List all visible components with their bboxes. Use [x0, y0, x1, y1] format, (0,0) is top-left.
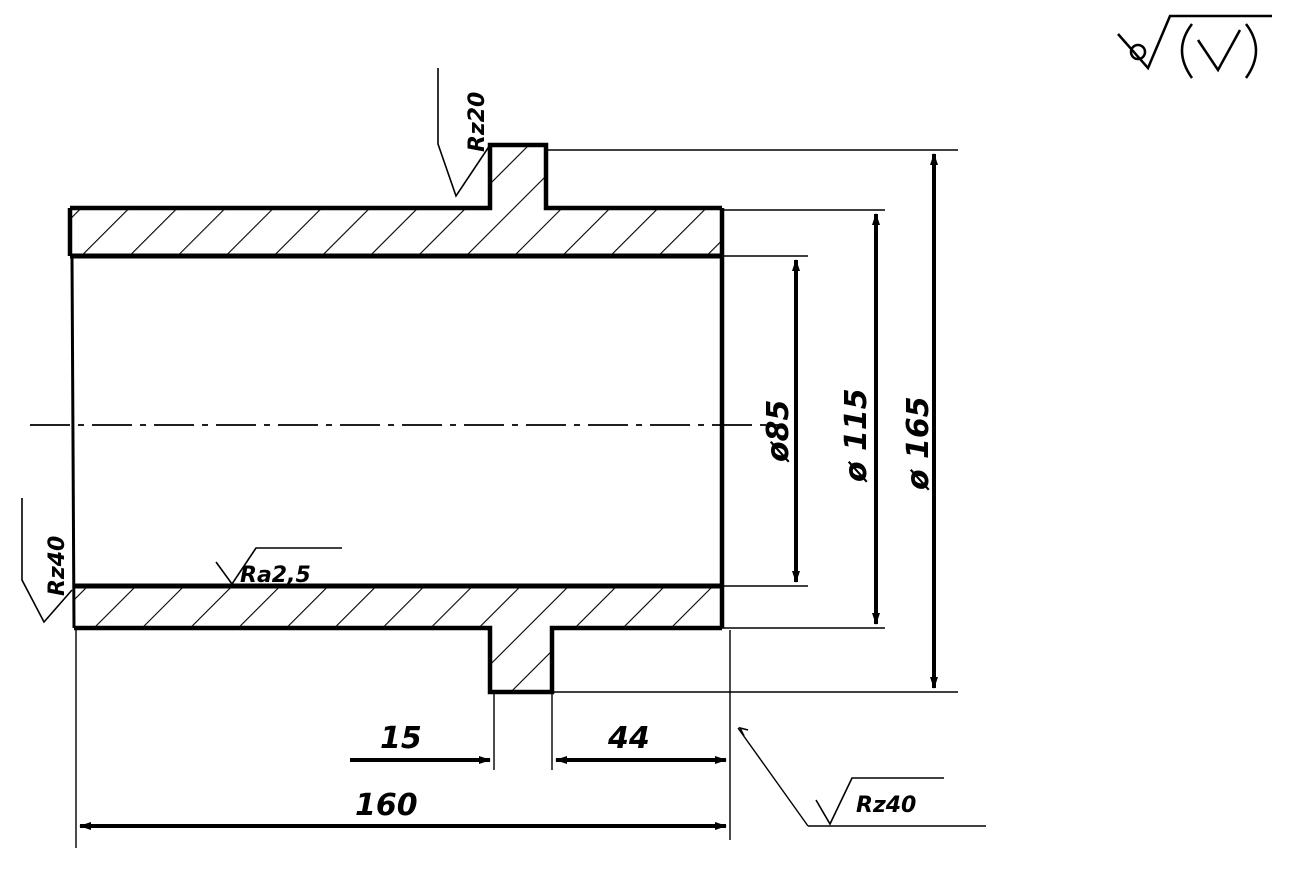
svg-text:Rz40: Rz40 — [45, 536, 70, 596]
dimension-lines — [79, 153, 938, 830]
extension-lines — [75, 149, 958, 848]
general-roughness-symbol — [1117, 14, 1272, 79]
top-wall-section — [70, 145, 722, 256]
dim-overall-length: 160 — [355, 788, 418, 823]
dim-flange-to-end: 44 — [607, 721, 650, 756]
part-outline — [67, 142, 725, 695]
roughness-right-end: Rz40 — [737, 726, 986, 827]
dim-flange-width: 15 — [380, 721, 422, 756]
svg-text:Rz40: Rz40 — [856, 793, 916, 818]
svg-text:Rz20: Rz20 — [465, 92, 490, 152]
roughness-bore: Ra2,5 — [215, 547, 342, 588]
hatched-sections — [70, 145, 722, 692]
dim-inner-diameter: ø85 — [761, 400, 796, 463]
dim-flange-diameter: ø 165 — [901, 396, 936, 491]
bottom-wall-section — [74, 586, 722, 692]
svg-text:Ra2,5: Ra2,5 — [240, 563, 311, 588]
dim-outer-diameter: ø 115 — [839, 388, 874, 483]
roughness-flange-top: Rz20 — [437, 68, 491, 198]
roughness-left-end: Rz40 — [21, 498, 73, 624]
